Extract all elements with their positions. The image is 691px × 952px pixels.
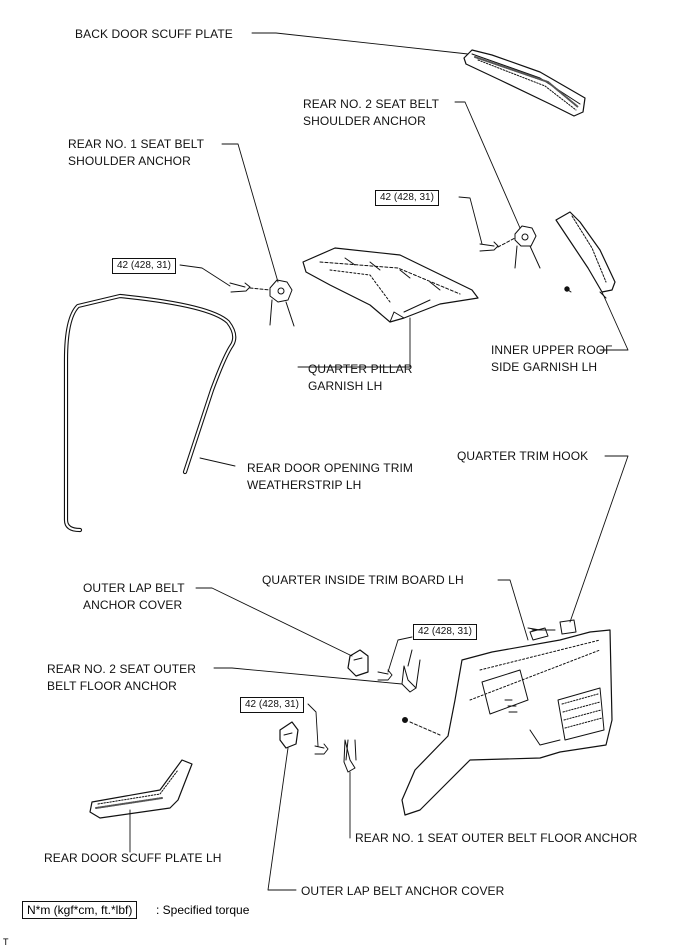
label-outer-lap-cover-upper-line1: OUTER LAP BELT <box>83 581 185 595</box>
label-roof-side-garnish-line1: INNER UPPER ROOF <box>491 343 613 357</box>
legend-torque-unit-box: N*m (kgf*cm, ft.*lbf) <box>22 901 138 919</box>
roof-side-garnish-shape <box>555 211 616 299</box>
rear-door-scuff-plate-shape <box>89 759 193 819</box>
corner-mark: T <box>3 937 9 947</box>
rear-no2-shoulder-anchor-shape <box>479 225 541 269</box>
label-outer-lap-cover-lower: OUTER LAP BELT ANCHOR COVER <box>301 884 505 898</box>
torque-box-4: 42 (428, 31) <box>240 697 304 713</box>
label-quarter-pillar-garnish-line2: GARNISH LH <box>308 379 383 393</box>
label-quarter-trim-hook: QUARTER TRIM HOOK <box>457 449 589 463</box>
weatherstrip-shape <box>63 293 237 533</box>
torque-box-3: 42 (428, 31) <box>413 624 477 640</box>
label-weatherstrip-line2: WEATHERSTRIP LH <box>247 478 362 492</box>
label-rear-no2-shoulder-anchor-line2: SHOULDER ANCHOR <box>303 114 426 128</box>
outer-lap-anchor-cover-lower-shape <box>279 721 357 773</box>
outer-lap-anchor-cover-upper-shape <box>347 649 369 677</box>
rear-no1-shoulder-anchor-shape <box>229 279 295 327</box>
label-roof-side-garnish-line2: SIDE GARNISH LH <box>491 360 598 374</box>
legend-text: : Specified torque <box>156 903 250 917</box>
label-quarter-pillar-garnish-line1: QUARTER PILLAR <box>308 362 413 376</box>
label-rear-no1-shoulder-anchor-line2: SHOULDER ANCHOR <box>68 154 191 168</box>
quarter-inside-trim-board-shape <box>401 619 613 816</box>
rear-no2-floor-anchor-shape <box>377 649 421 693</box>
back-door-scuff-plate-shape <box>463 49 586 117</box>
leader-lines <box>129 32 629 891</box>
label-rear-no1-shoulder-anchor-line1: REAR NO. 1 SEAT BELT <box>68 137 205 151</box>
label-quarter-inside-trim-board: QUARTER INSIDE TRIM BOARD LH <box>262 573 464 587</box>
label-rear-no1-floor-anchor: REAR NO. 1 SEAT OUTER BELT FLOOR ANCHOR <box>355 831 638 845</box>
label-rear-no2-floor-anchor-line2: BELT FLOOR ANCHOR <box>47 679 177 693</box>
label-back-door-scuff-plate: BACK DOOR SCUFF PLATE <box>75 27 233 41</box>
label-weatherstrip-line1: REAR DOOR OPENING TRIM <box>247 461 413 475</box>
label-rear-no2-floor-anchor-line1: REAR NO. 2 SEAT OUTER <box>47 662 197 676</box>
label-rear-door-scuff-plate: REAR DOOR SCUFF PLATE LH <box>44 851 222 865</box>
label-rear-no2-shoulder-anchor-line1: REAR NO. 2 SEAT BELT <box>303 97 440 111</box>
torque-box-2: 42 (428, 31) <box>112 258 176 274</box>
torque-box-1: 42 (428, 31) <box>375 190 439 206</box>
label-outer-lap-cover-upper-line2: ANCHOR COVER <box>83 598 183 612</box>
quarter-pillar-garnish-shape <box>302 247 479 323</box>
